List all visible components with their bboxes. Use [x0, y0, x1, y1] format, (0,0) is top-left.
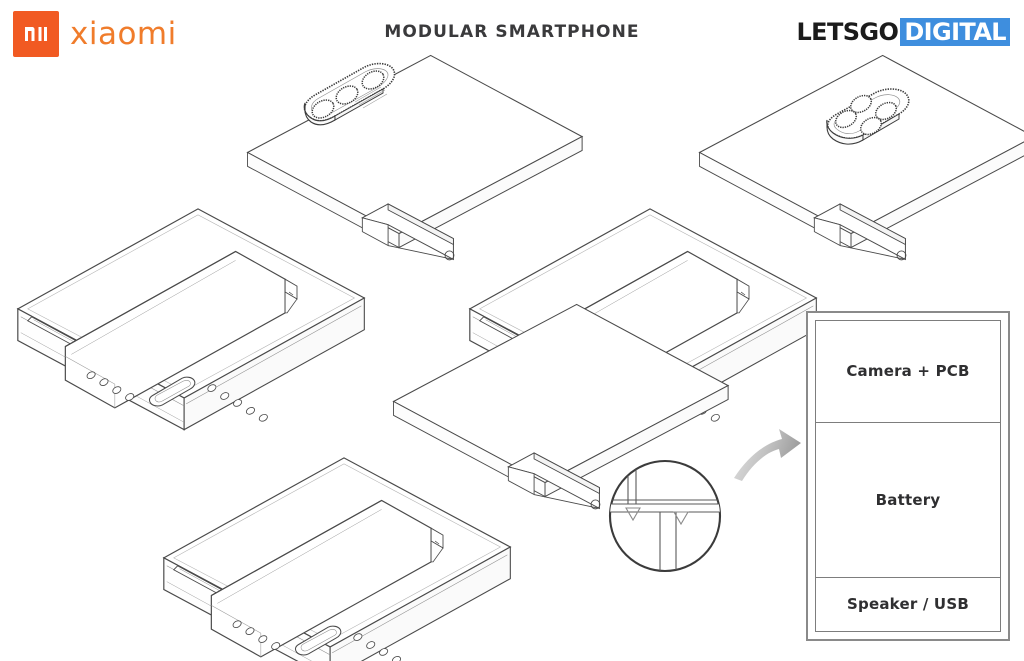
legend-label-speaker-usb: Speaker / USB: [847, 595, 969, 614]
watermark-letsgo-text: LETSGO: [796, 18, 899, 46]
callout-arrow-icon: [734, 429, 801, 481]
module-legend-stack: Camera + PCB Battery Speaker / USB: [815, 320, 1001, 632]
legend-section-battery: Battery: [816, 421, 1000, 577]
module-legend-panel: Camera + PCB Battery Speaker / USB: [806, 311, 1010, 641]
quad-camera-module-icon: [825, 88, 910, 145]
device-bottom-center: [163, 303, 729, 661]
legend-label-battery: Battery: [875, 490, 941, 509]
page-header: xiaomi MODULAR SMARTPHONE LETSGO DIGITAL: [0, 0, 1024, 62]
watermark-digital-text: DIGITAL: [900, 18, 1010, 46]
xiaomi-mi-mark-icon: [13, 11, 59, 57]
xiaomi-logo: xiaomi: [13, 11, 177, 57]
xiaomi-wordmark: xiaomi: [70, 15, 177, 52]
page-title: MODULAR SMARTPHONE: [384, 22, 640, 42]
legend-section-speaker-usb: Speaker / USB: [816, 576, 1000, 631]
letsgodigital-watermark: LETSGO DIGITAL: [796, 18, 1010, 46]
legend-section-camera-pcb: Camera + PCB: [816, 321, 1000, 422]
detail-callout-circle: [608, 459, 722, 573]
legend-label-camera-pcb: Camera + PCB: [846, 362, 970, 381]
